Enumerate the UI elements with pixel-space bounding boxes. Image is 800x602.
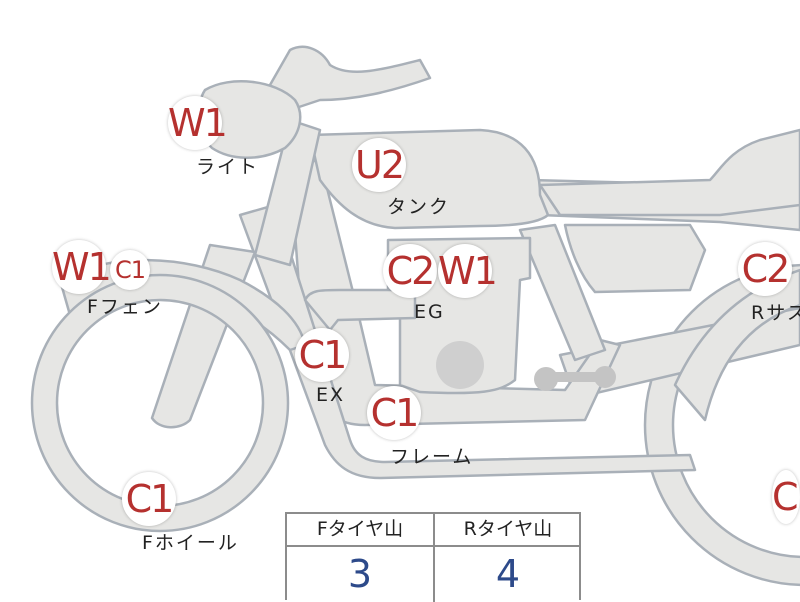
front-tire-header: Fタイヤ山 (287, 514, 433, 547)
rear-suspension-label: Rサス (751, 302, 800, 324)
exhaust-label: EX (316, 384, 346, 406)
light-label: ライト (196, 156, 260, 178)
rear-tire-header: Rタイヤ山 (435, 514, 581, 547)
exhaust-code-badge: C1 (295, 328, 349, 382)
engine-code-badge-2: W1 (438, 244, 498, 298)
footpeg-detail (534, 366, 616, 391)
front-wheel-code-badge: C1 (122, 472, 176, 526)
handlebar-shape (268, 45, 432, 112)
front-fork-shape (253, 118, 322, 267)
front-fender-code-badge: W1 (52, 240, 112, 294)
down-tube-shape (238, 203, 697, 480)
engine-code-badge: C2 (383, 244, 437, 298)
tank-code-badge: U2 (352, 138, 406, 192)
front-fender-label: Fフェン (87, 296, 163, 318)
table-divider (433, 514, 435, 602)
tank-label: タンク (387, 196, 451, 218)
exhaust-shape (303, 288, 417, 332)
rear-fender-shape (673, 268, 800, 422)
engine-label: EG (414, 301, 445, 323)
front-wheel-label: Fホイール (142, 532, 239, 554)
engine-cover-detail (436, 341, 484, 389)
frame-label: フレーム (390, 446, 474, 468)
front-fender-code-badge-2: C1 (110, 250, 150, 290)
side-cover-shape (563, 223, 707, 294)
seat-shape (538, 128, 800, 217)
rear-wheel-code-badge: C (772, 470, 800, 524)
rear-frame-shape (518, 223, 607, 362)
light-code-badge: W1 (168, 96, 228, 150)
rear-suspension-code-badge: C2 (738, 242, 792, 296)
tire-tread-table: Fタイヤ山 Rタイヤ山 3 4 (285, 512, 581, 602)
frame-code-badge: C1 (367, 386, 421, 440)
front-tire-value: 3 (347, 552, 373, 596)
rear-tire-value: 4 (495, 552, 521, 596)
